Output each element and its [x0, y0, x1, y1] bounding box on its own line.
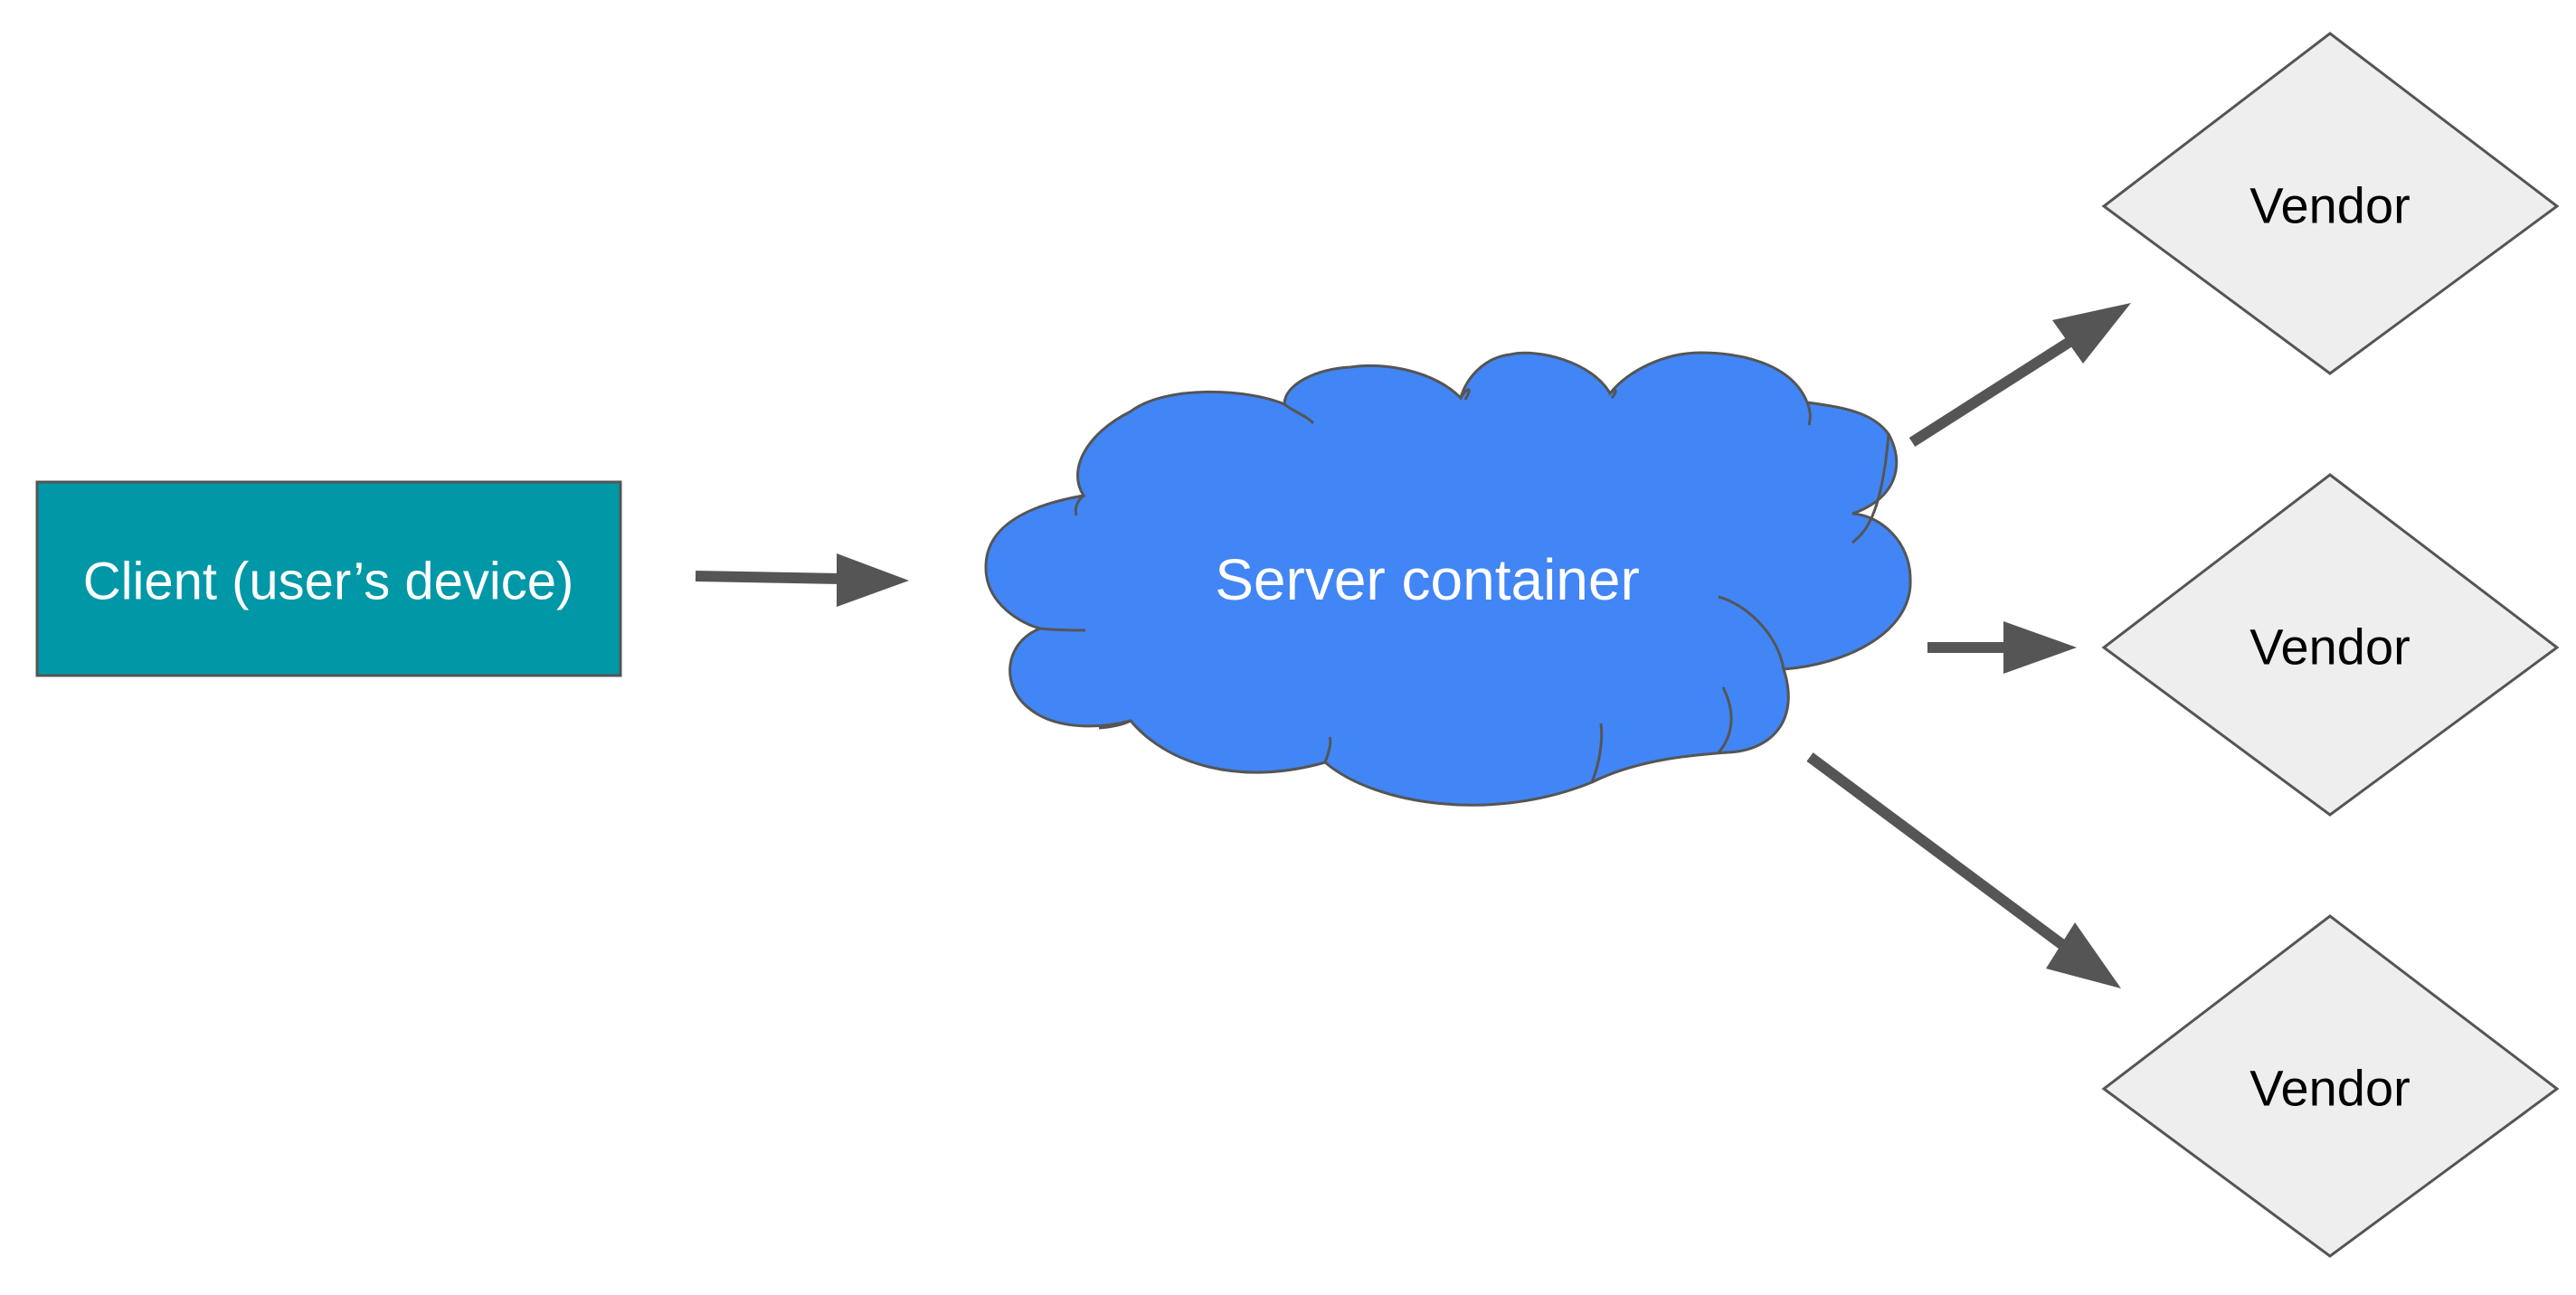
vendor-diamond	[2101, 914, 2560, 1258]
server-cloud-shape	[984, 351, 1912, 807]
client-box	[35, 480, 622, 677]
vendor-node-1: Vendor	[2101, 32, 2560, 375]
vendor-diamond	[2101, 473, 2560, 817]
vendor-node-2: Vendor	[2101, 473, 2560, 817]
arrow-server-to-vendor-2	[1927, 621, 2077, 674]
vendor-diamond	[2101, 32, 2560, 375]
vendor-label: Vendor	[2249, 619, 2410, 676]
arrow-server-to-vendor-3	[1806, 752, 2121, 988]
vendor-label: Vendor	[2249, 177, 2410, 234]
arrow-server-to-vendor-1	[1908, 303, 2131, 448]
server-node: Server container	[984, 351, 1912, 807]
client-label: Client (user’s device)	[83, 553, 574, 611]
arrow-client-to-server	[695, 553, 909, 607]
vendor-label: Vendor	[2249, 1060, 2410, 1117]
server-label: Server container	[1215, 547, 1640, 612]
vendor-node-3: Vendor	[2101, 914, 2560, 1258]
client-node: Client (user’s device)	[35, 480, 622, 677]
